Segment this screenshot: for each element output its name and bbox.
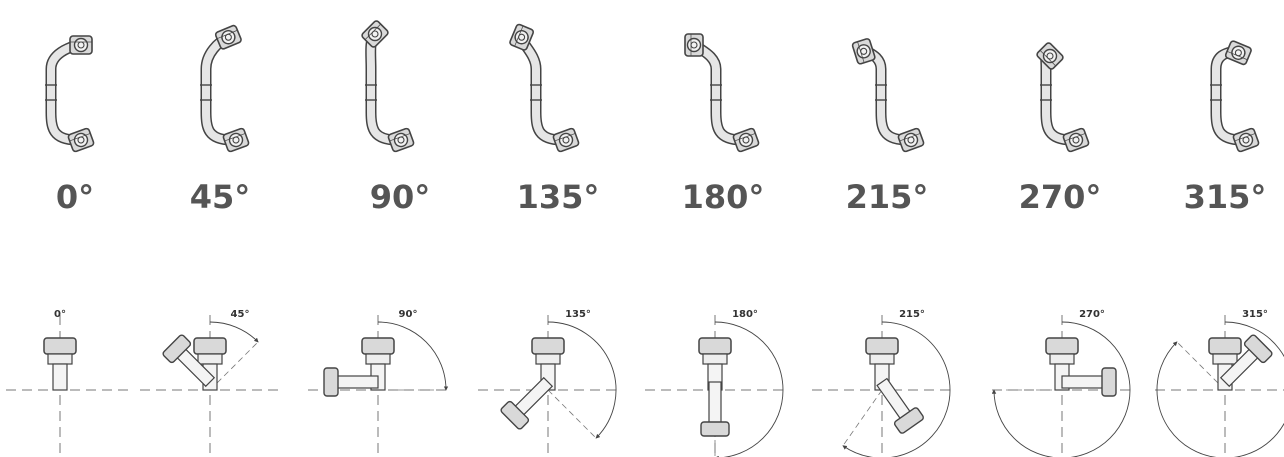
small-angle-label: 270° [1079,309,1105,320]
nut-fitting-icon [1062,127,1090,153]
angle-label: 0° [56,178,94,216]
hose-assembly-215 [851,38,925,153]
hose-assembly-135 [509,23,580,153]
small-angle-label: 135° [565,309,591,320]
schematic-180: 180° [645,309,785,457]
small-angle-label: 90° [399,309,418,320]
offset-arm [700,381,730,437]
schematic-315: 315° [1155,309,1284,457]
nut-fitting-icon [851,38,876,65]
angle-label: 45° [190,178,251,216]
nut-fitting-icon [222,127,250,153]
offset-arm [323,367,379,397]
nut-fitting-icon [387,127,415,153]
hose-illustration-row [45,20,1260,153]
angle-label-row: 0° 45° 90° 135° 180° 215° 270° 315° [56,178,1267,216]
hose-assembly-315 [1210,40,1260,153]
nut-fitting-icon [684,33,704,57]
schematic-270: 270° [991,309,1132,457]
angle-arc-icon [209,321,259,343]
angle-arc-icon [991,321,1131,457]
angle-label: 180° [682,178,765,216]
schematic-90: 90° [308,309,449,457]
nut-fitting-icon [361,20,389,48]
offset-arm [1219,334,1273,388]
nut-fitting-icon [897,127,925,153]
fitting-body [43,337,77,391]
nut-fitting-icon [1232,127,1260,153]
nut-fitting-icon [552,127,580,153]
angle-arc-icon [842,321,951,457]
small-angle-label: 45° [231,309,250,320]
angle-label: 135° [517,178,600,216]
offset-arm [1061,367,1117,397]
hose-assembly-45 [200,24,250,153]
angle-arc-icon [377,321,449,391]
nut-fitting-icon [1036,42,1064,70]
small-angle-label: 180° [732,309,758,320]
angle-arc-icon [1156,321,1284,457]
angle-arc-icon [547,321,617,439]
small-angle-label: 215° [899,309,925,320]
angle-label: 315° [1184,178,1267,216]
schematic-0: 0° [0,309,130,457]
angle-label: 270° [1019,178,1102,216]
nut-fitting-icon [214,24,242,50]
schematic-135: 135° [478,309,618,457]
angle-label: 90° [370,178,431,216]
angle-arc-icon [714,321,784,457]
hose-assembly-180 [684,33,760,153]
hose-assembly-0 [45,35,95,153]
nut-fitting-icon [69,35,93,55]
offset-arm [876,377,924,434]
hose-assembly-90 [361,20,415,153]
nut-fitting-icon [67,127,95,153]
nut-fitting-icon [509,23,535,51]
schematic-45: 45° [140,309,280,457]
nut-fitting-icon [732,127,760,153]
small-angle-label: 0° [54,309,66,320]
angle-label: 215° [846,178,929,216]
schematic-215: 215° [812,309,952,457]
nut-fitting-icon [1224,40,1252,66]
small-angle-label: 315° [1242,309,1268,320]
offset-arm [500,376,554,430]
offset-arm [162,334,216,388]
angle-schematic-row: 0° 45° 90° 135° 180° 215° 270° 315° [0,309,1284,457]
hose-assembly-270 [1036,42,1090,153]
